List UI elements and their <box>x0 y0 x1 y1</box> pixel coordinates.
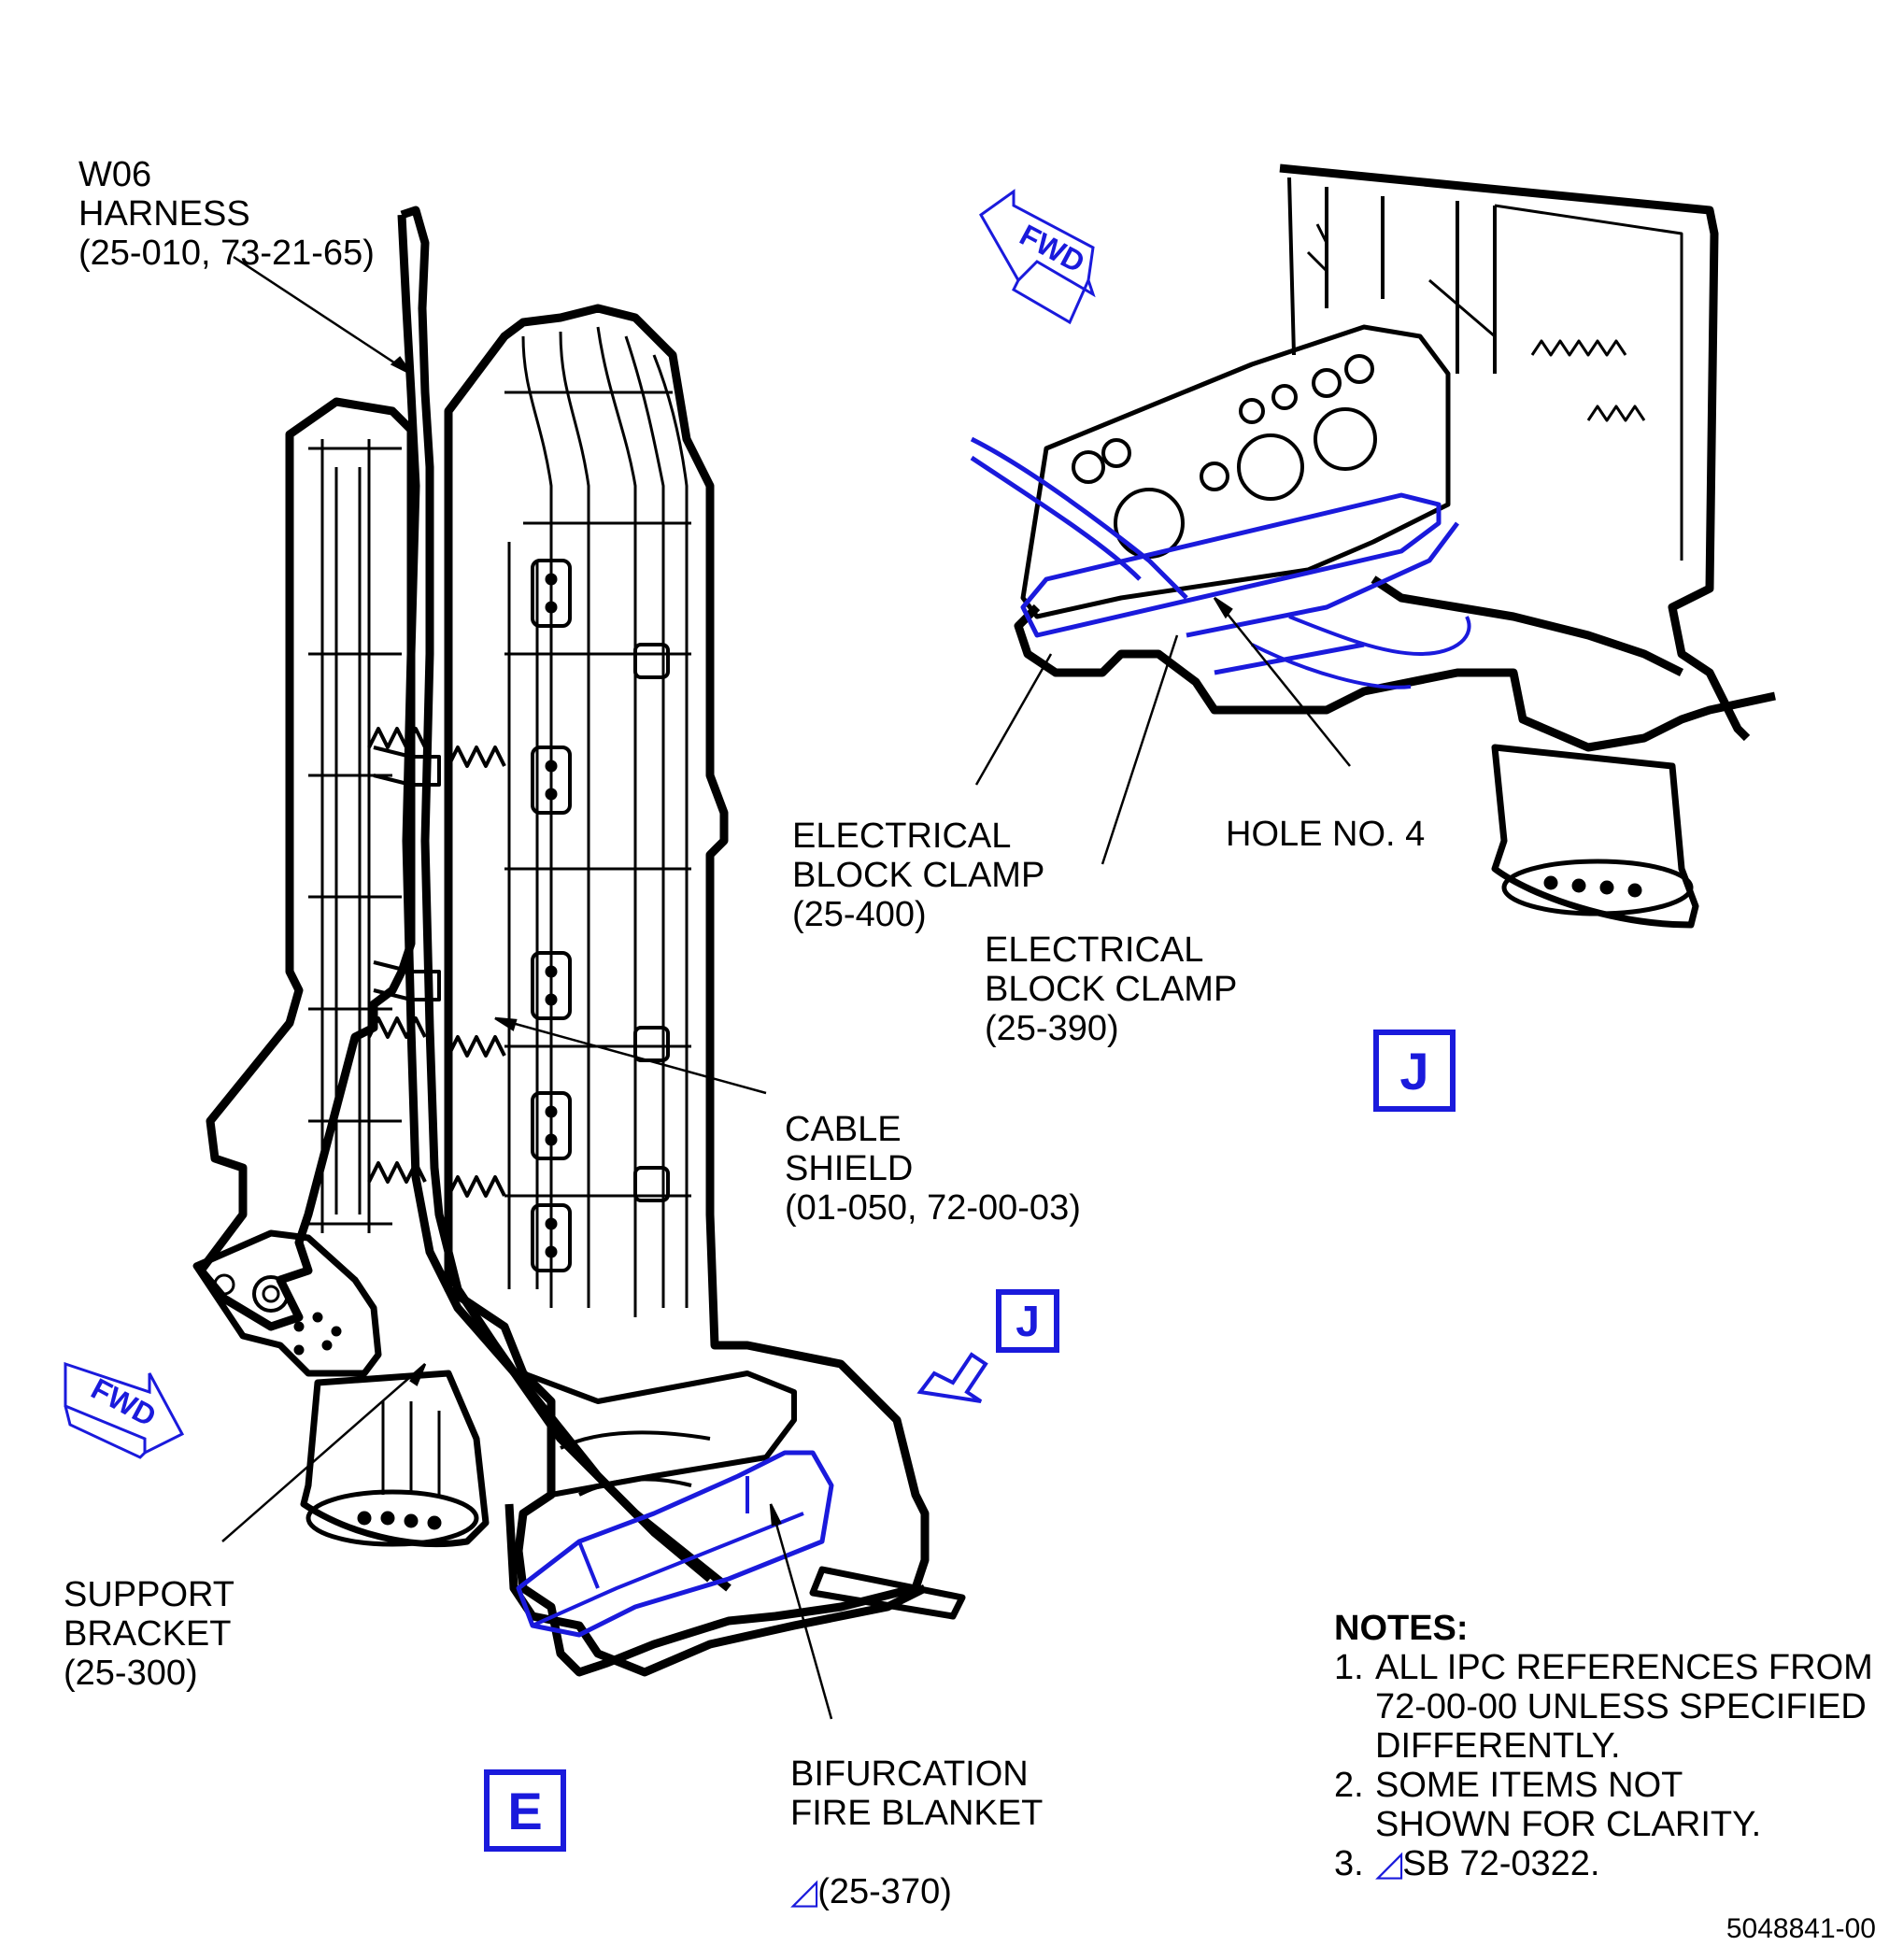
fwd-arrow-detail <box>979 189 1096 325</box>
note-item: 3. ◿SB 72-0322. <box>1334 1844 1600 1883</box>
note-item: 1. ALL IPC REFERENCES FROM 72-00-00 UNLE… <box>1334 1648 1873 1766</box>
detail-j-view <box>970 163 1776 929</box>
leader-lines <box>221 255 1351 1720</box>
view-j-pointer-arrow <box>916 1352 988 1403</box>
main-frame-assembly <box>192 206 966 1677</box>
fwd-arrow-main <box>64 1361 185 1459</box>
notes-title: NOTES: <box>1334 1609 1469 1648</box>
view-j-callout-tag: J <box>996 1289 1059 1353</box>
view-e-tag: E <box>484 1769 566 1852</box>
effectivity-triangle-icon: ◿ <box>790 1872 818 1911</box>
effectivity-triangle-icon: ◿ <box>1375 1844 1403 1883</box>
note-item: 2. SOME ITEMS NOT SHOWN FOR CLARITY. <box>1334 1766 1762 1844</box>
hole-no-4-label: HOLE NO. 4 <box>1226 815 1426 854</box>
notes-block: NOTES: 1. ALL IPC REFERENCES FROM 72-00-… <box>1334 1609 1880 1883</box>
detail-j-view-tag: J <box>1373 1030 1456 1112</box>
drawing-number: 5048841-00 <box>1726 1913 1876 1944</box>
